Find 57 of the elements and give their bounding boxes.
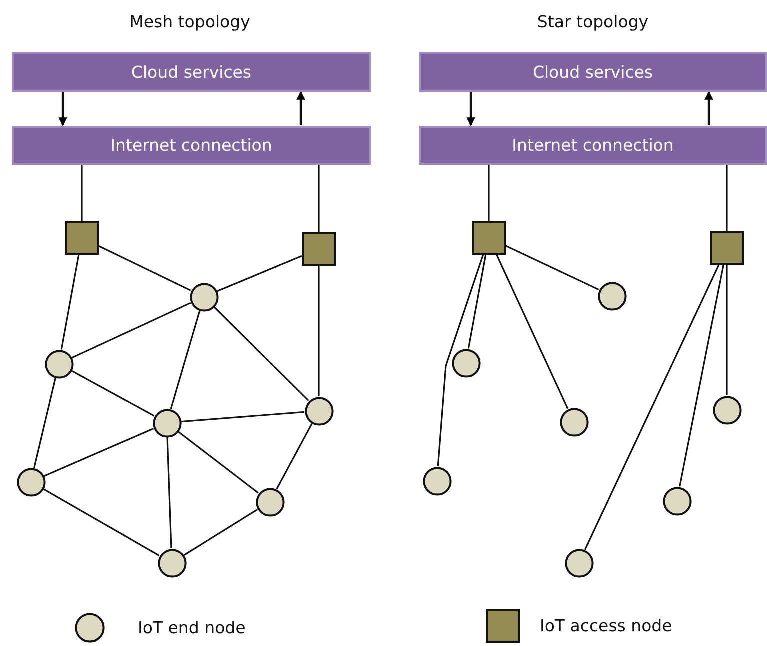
end-node-circle <box>44 350 74 378</box>
connection-line <box>60 254 80 350</box>
end-node-circle <box>256 488 284 516</box>
end-node-circle <box>158 548 186 578</box>
network-layer-bar: Internet connection <box>419 126 767 164</box>
connection-line <box>72 302 192 359</box>
connection-line <box>276 423 313 490</box>
connection-line <box>34 378 56 468</box>
connection-line <box>726 164 728 231</box>
connection-line <box>437 254 484 467</box>
end-node-circle <box>452 348 480 378</box>
access-node-square <box>710 231 744 265</box>
connection-line <box>81 164 83 221</box>
connection-line <box>181 411 305 423</box>
end-node-circle <box>190 282 218 312</box>
end-node-circle <box>560 408 588 436</box>
connection-line <box>184 508 258 556</box>
connection-line <box>217 255 302 292</box>
network-layer-bar: Cloud services <box>419 52 767 92</box>
connection-line <box>178 431 259 494</box>
arrow <box>466 92 476 126</box>
connection-line <box>468 254 487 349</box>
connection-line <box>488 164 490 221</box>
connection-line <box>318 164 320 232</box>
connection-line <box>43 488 160 556</box>
network-layer-bar: Internet connection <box>12 126 371 164</box>
end-node-circle <box>422 466 452 496</box>
end-node-circle <box>598 282 626 310</box>
connection-line <box>44 428 154 477</box>
connection-line <box>170 310 201 410</box>
connection-line <box>98 246 192 292</box>
legend-label: IoT end node <box>138 618 246 638</box>
end-node-circle <box>152 408 182 438</box>
connection-line <box>726 265 728 396</box>
end-node-circle <box>662 486 692 516</box>
connection-line <box>214 306 310 402</box>
connection-line <box>679 264 724 487</box>
connection-line <box>496 254 569 410</box>
access-node-square <box>65 221 99 255</box>
end-node-circle <box>304 396 334 426</box>
topology-heading: Mesh topology <box>130 12 250 32</box>
connection-line <box>584 264 720 550</box>
topology-heading: Star topology <box>537 12 649 32</box>
access-node-square <box>472 221 506 255</box>
end-node-circle <box>712 396 742 424</box>
arrow <box>58 92 68 126</box>
legend-label: IoT access node <box>540 616 672 636</box>
network-layer-bar: Cloud services <box>12 52 371 92</box>
connection-line <box>71 370 155 417</box>
end-node-circle <box>564 548 594 578</box>
connection-line <box>318 266 320 396</box>
end-node-circle <box>16 468 46 496</box>
arrow <box>296 91 306 126</box>
connection-line <box>506 245 600 291</box>
access-node-square <box>302 232 336 266</box>
connection-line <box>166 437 172 549</box>
arrow <box>704 91 714 126</box>
